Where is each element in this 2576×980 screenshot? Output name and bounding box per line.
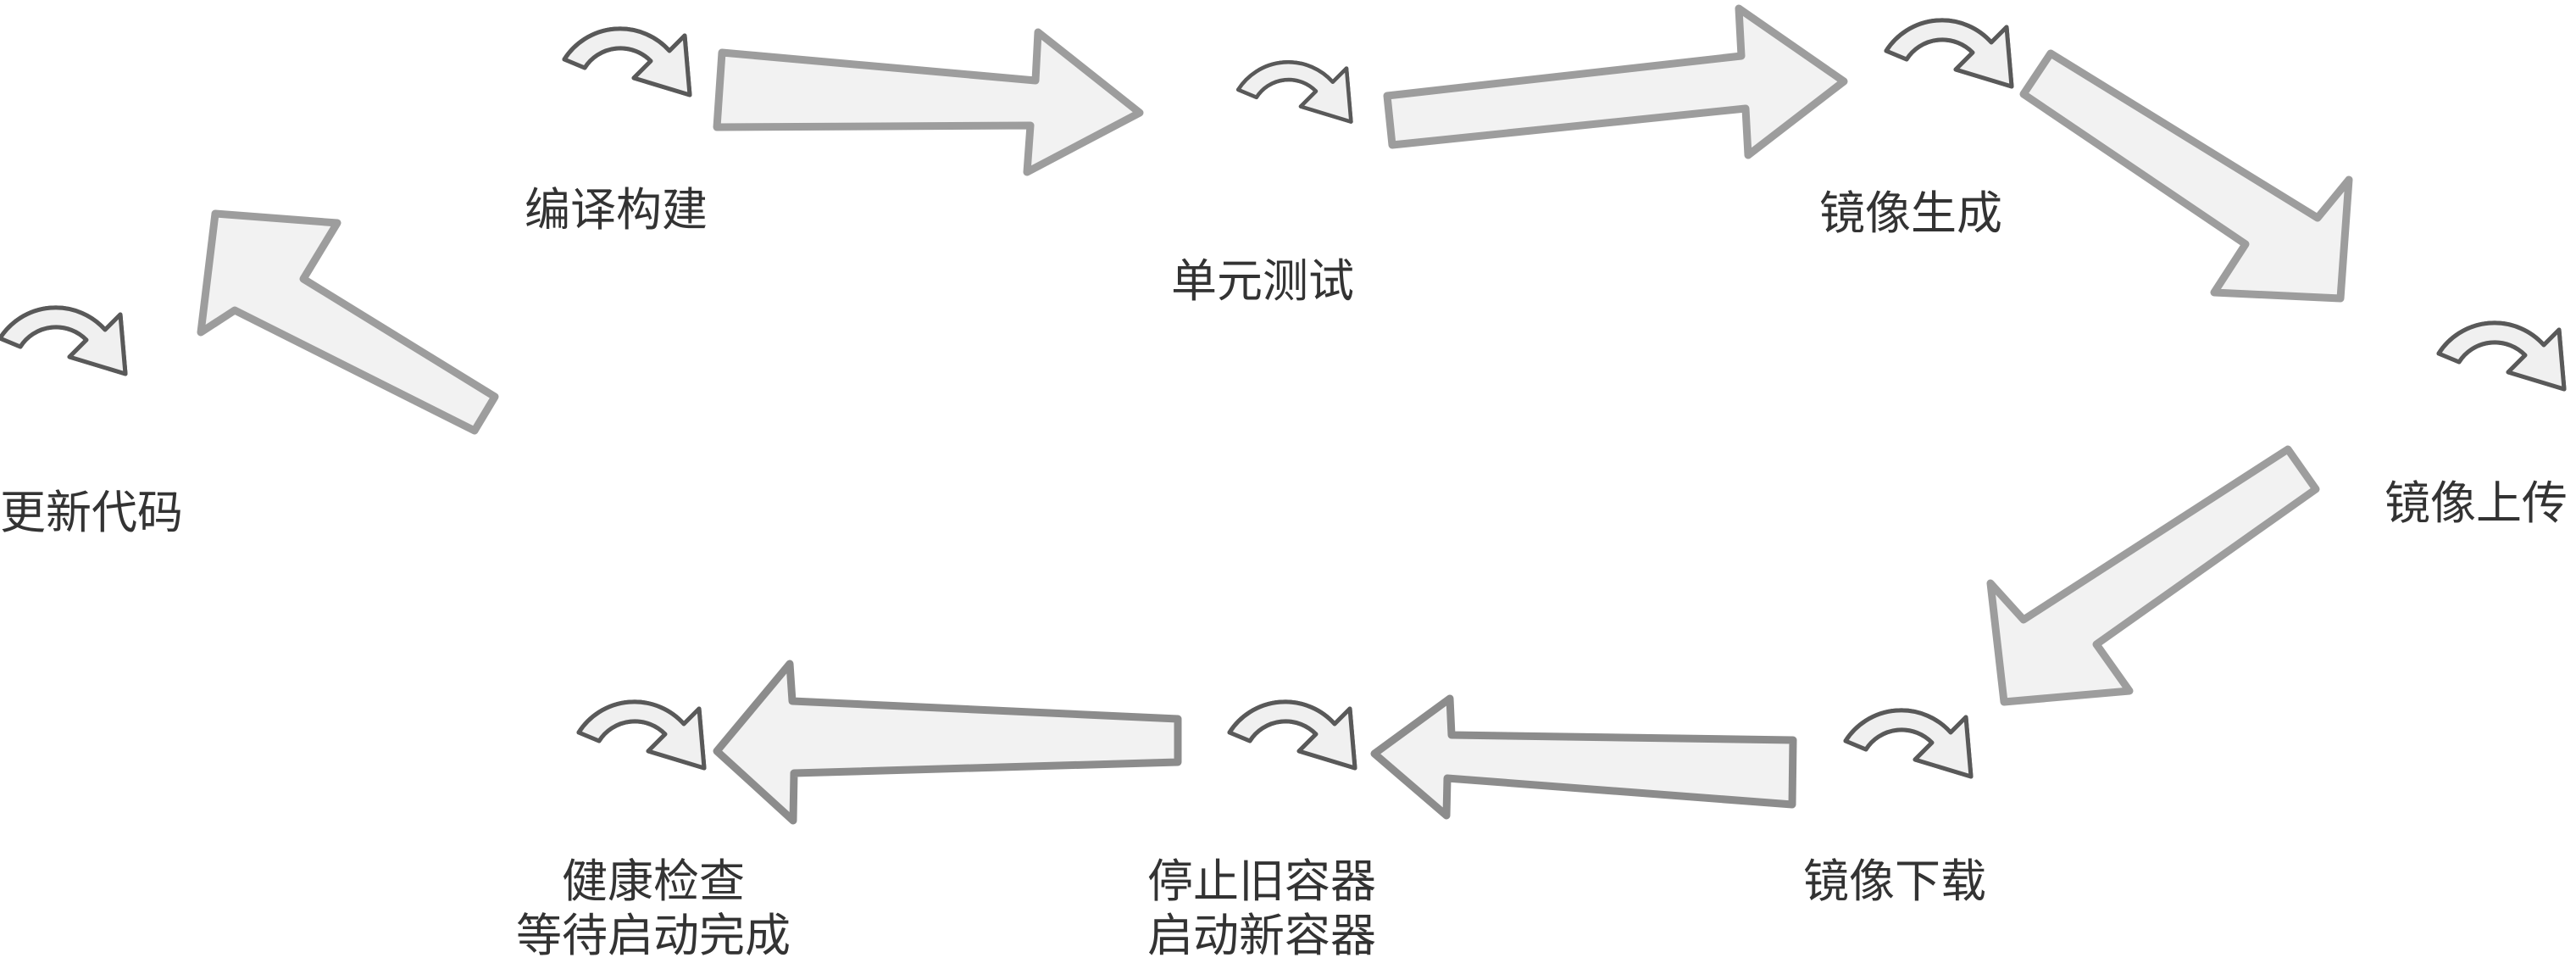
refresh-cycle-icon (2439, 323, 2564, 389)
edge-update-code-to-compile-build (197, 209, 499, 435)
node-label-health-check: 健康检查 等待启动完成 (516, 856, 791, 961)
node-label-unit-test: 单元测试 (1171, 256, 1354, 307)
edge-image-download-to-swap-container (1370, 694, 1797, 820)
refresh-cycle-icon (564, 29, 690, 95)
node-label-update-code: 更新代码 (0, 487, 183, 538)
node-label-compile-build: 编译构建 (525, 185, 708, 236)
edge-compile-build-to-unit-test (713, 28, 1144, 176)
refresh-cycle-icon (579, 702, 704, 768)
refresh-cycle-icon (0, 308, 125, 374)
edge-image-upload-to-image-download (1986, 445, 2320, 706)
edge-layer (197, 4, 2353, 825)
edge-swap-container-to-health-check (713, 660, 1182, 825)
refresh-cycle-icon (1238, 62, 1351, 121)
edge-image-build-to-image-upload (2019, 49, 2353, 303)
edge-unit-test-to-image-build (1383, 4, 1848, 159)
refresh-cycle-icon (1846, 710, 1971, 777)
refresh-cycle-icon (1886, 20, 2012, 86)
node-label-swap-container: 停止旧容器 启动新容器 (1147, 856, 1376, 961)
node-label-image-upload: 镜像上传 (2384, 478, 2568, 529)
refresh-cycle-icon (1230, 702, 1355, 768)
node-label-image-build: 镜像生成 (1819, 188, 2002, 239)
node-label-image-download: 镜像下载 (1803, 856, 1986, 907)
